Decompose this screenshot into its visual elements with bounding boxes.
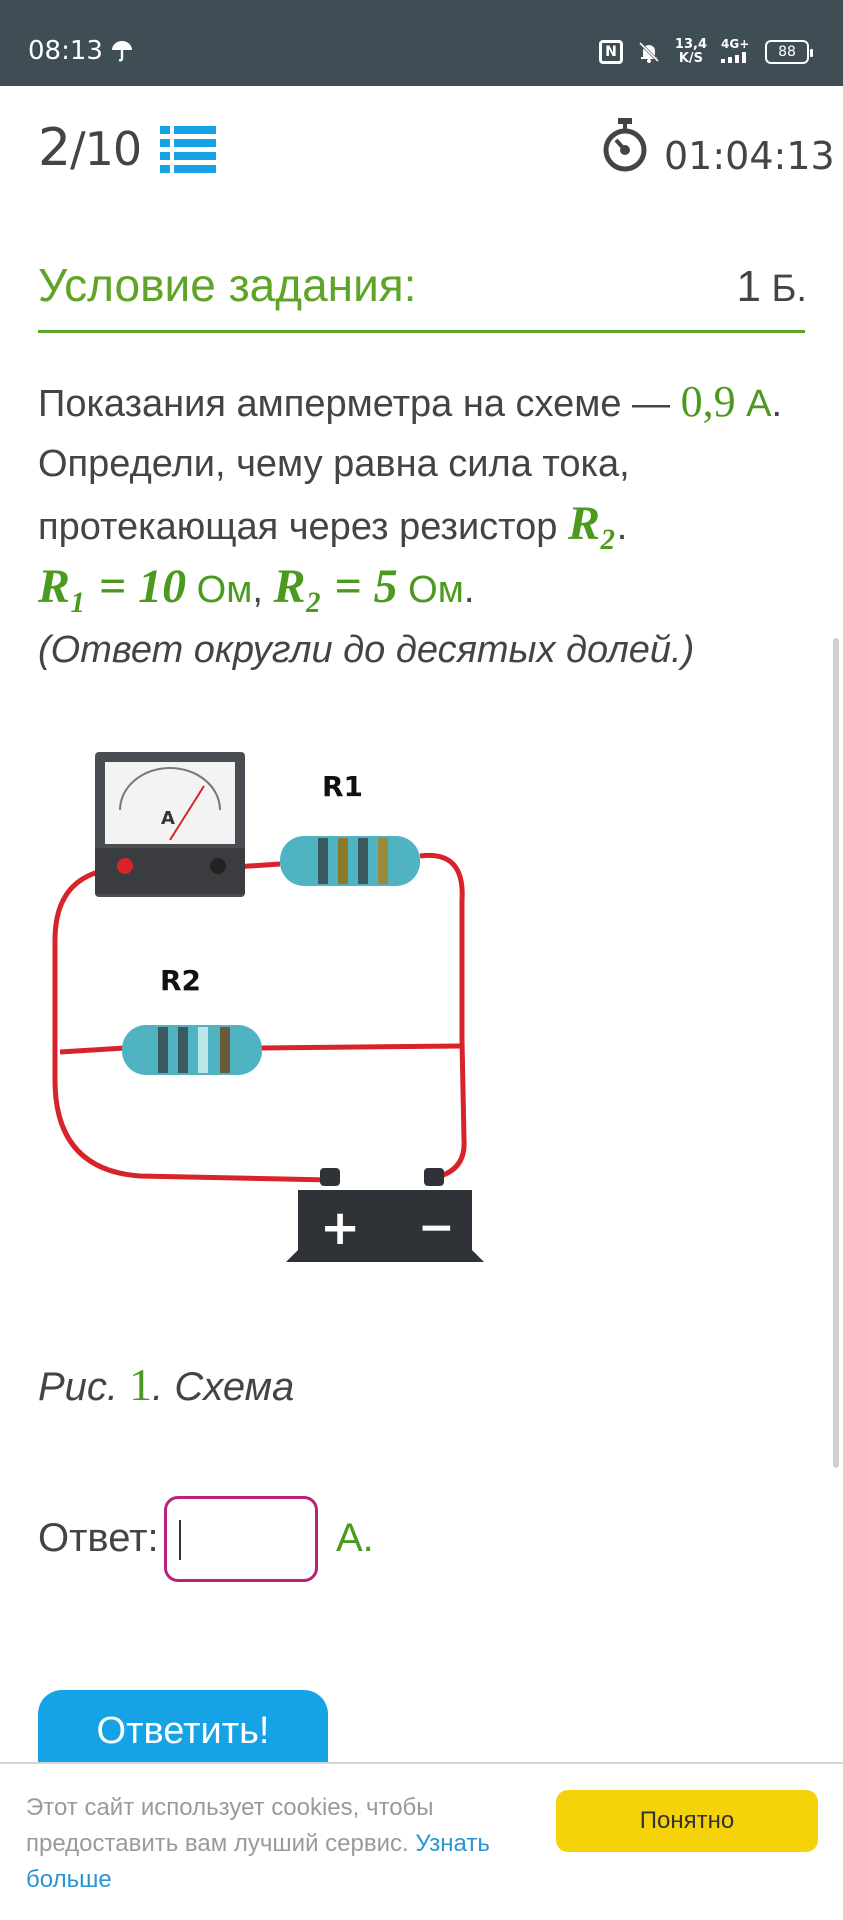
answer-label: Ответ: [38,1516,159,1560]
wire-right-down [431,1039,467,1181]
resistor-r1: R1 [280,770,420,886]
battery-plus: + [320,1200,360,1256]
battery-minus: − [418,1202,455,1253]
status-time: 08:13 [28,36,103,66]
stopwatch-icon [603,118,647,172]
cookie-banner: Этот сайт использует cookies, чтобы пред… [0,1762,843,1920]
battery-icon: 88 [765,40,813,64]
cookie-accept-button[interactable]: Понятно [556,1790,818,1852]
ammeter-label: A [161,808,175,829]
ammeter: A [95,752,245,897]
bell-off-icon [638,41,659,63]
umbrella-icon [112,41,132,62]
r1-label: R1 [322,770,363,803]
problem-line-2: Определи, чему равна сила тока, [38,443,630,485]
battery: + − [286,1168,484,1262]
timer-text: 01:04:13 [664,134,835,178]
wire-r2-left [59,1045,126,1055]
figure-caption: Рис. 1. Схема [38,1359,295,1410]
title-divider [38,330,805,333]
wire-mid [259,1043,463,1051]
answer-input[interactable] [164,1496,318,1582]
status-icons: N 13,4 K/S 4G+ 88 [598,32,813,72]
r2-label: R2 [160,964,201,997]
problem-line-1: Показания амперметра на схеме — 0,9 А. [38,377,783,426]
resistor-r2: R2 [122,964,262,1075]
wire-r1-right [419,852,465,1040]
nfc-icon: N [598,40,623,64]
wire-left [52,865,331,1183]
circuit-diagram: A R1 R2 + − [52,752,484,1262]
question-counter: 2/10 [38,118,142,178]
task-points: 1 Б. [736,262,807,311]
text-cursor [179,1520,181,1560]
problem-line-3: протекающая через резистор R₂. [38,497,628,550]
cookie-learn-more-link[interactable]: Узнать больше [26,1830,490,1893]
cookie-text: Этот сайт использует cookies, чтобы пред… [26,1794,490,1893]
task-title: Условие задания: [38,259,417,311]
problem-line-5: (Ответ округли до десятых долей.) [38,629,695,671]
list-icon[interactable] [160,126,216,174]
signal-icon: 4G+ [721,38,751,66]
problem-line-4: R₁ = 10 Ом, R₂ = 5 Ом. [38,560,475,613]
network-speed: 13,4 K/S [674,37,707,66]
problem-text: Показания амперметра на схеме — 0,9 А. О… [38,372,818,680]
status-bar: 08:13 N 13,4 K/S 4G+ 88 [0,0,843,86]
scrollbar[interactable] [833,638,839,1468]
answer-unit: А. [336,1516,374,1560]
